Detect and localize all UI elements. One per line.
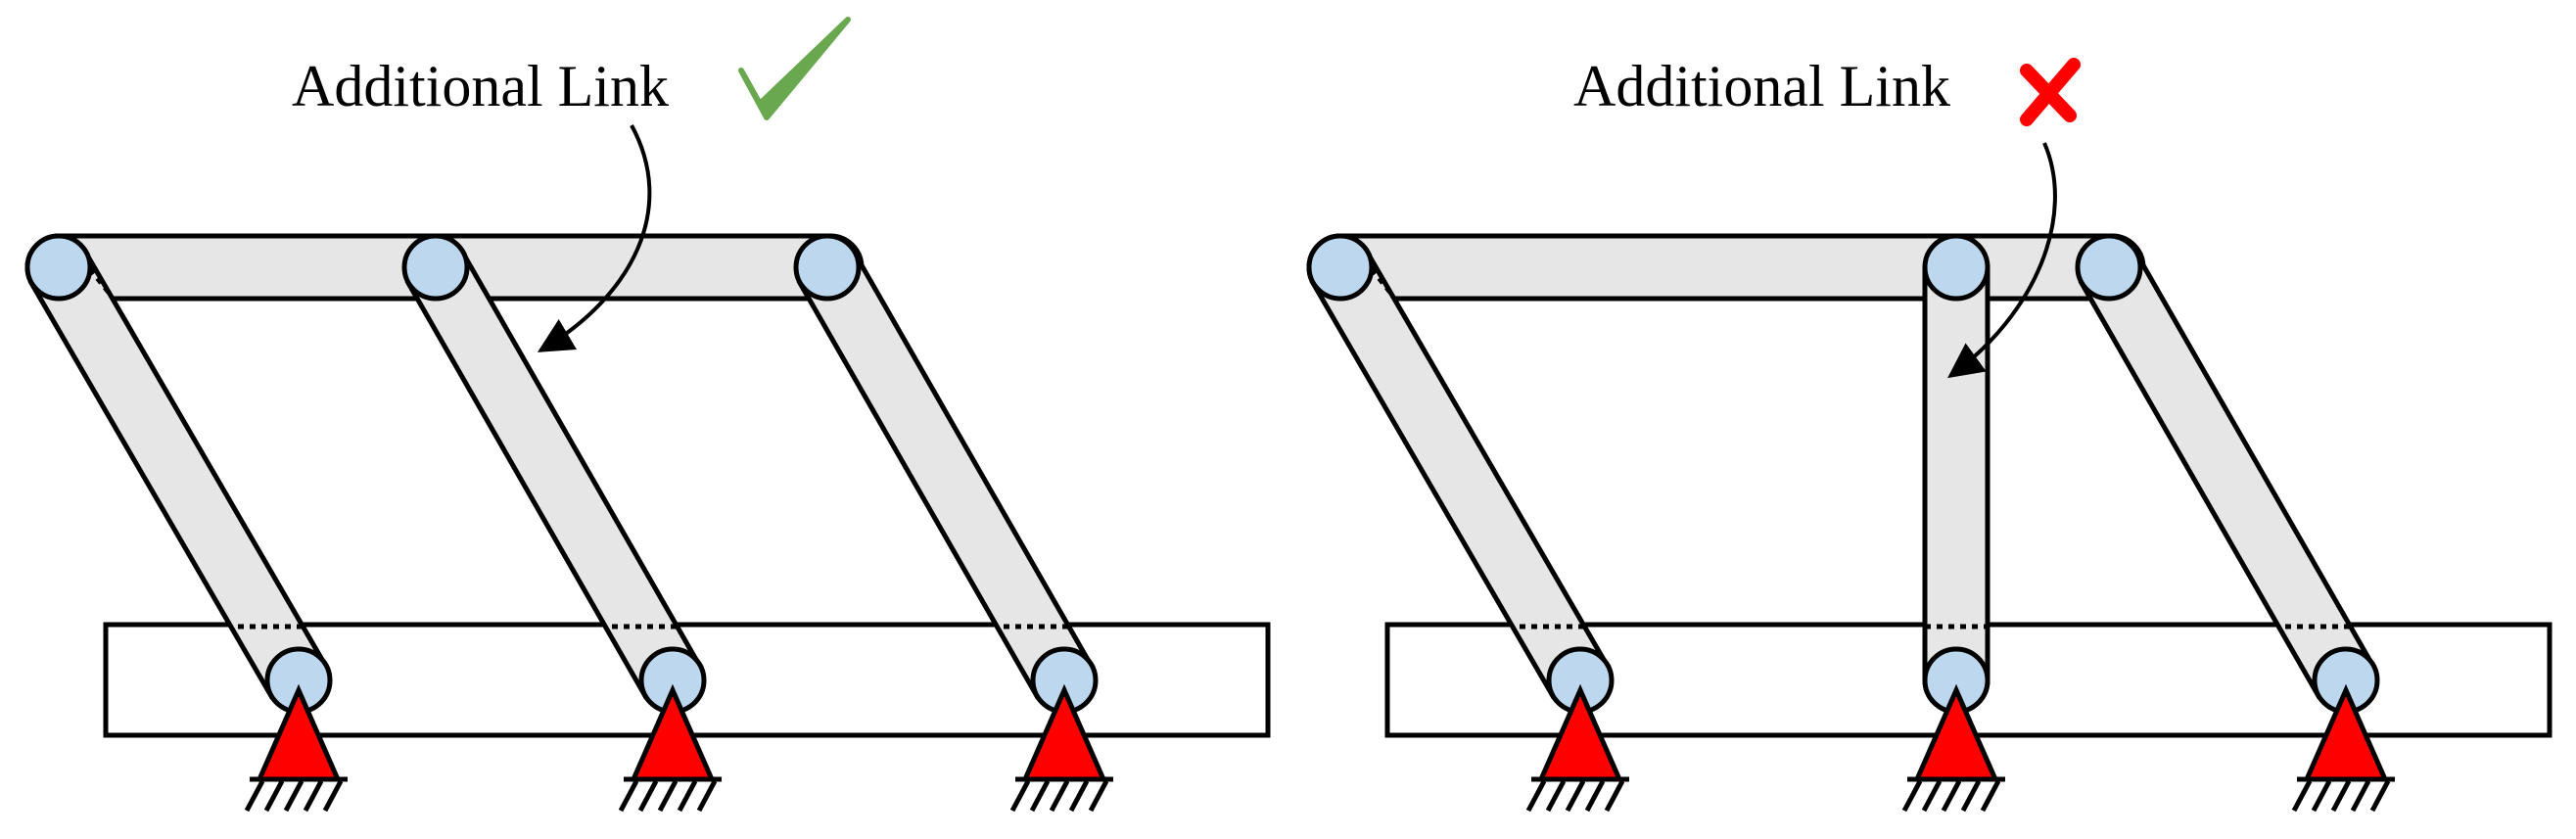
joints-right <box>1306 233 2380 715</box>
ground-support <box>1901 683 2005 813</box>
ground-support <box>1525 683 1629 813</box>
ground-support <box>1009 683 1113 813</box>
cross-mark-icon <box>2020 58 2081 126</box>
joint <box>1306 233 1375 302</box>
check-mark-icon <box>738 17 851 120</box>
additional-link-label-left: Additional Link <box>292 54 669 118</box>
hidden-lines-left <box>88 267 1069 629</box>
ground-support <box>2291 683 2395 813</box>
top-link-right <box>1306 233 2146 302</box>
vertical-link-right <box>1922 264 1991 715</box>
joint <box>401 233 470 302</box>
hidden-lines-right <box>1370 267 2351 629</box>
joint <box>24 233 93 302</box>
annotation-arrow-left <box>537 124 652 352</box>
joint <box>1922 233 1991 302</box>
ground-support <box>244 683 348 813</box>
annotation-arrow-right <box>1947 142 2057 379</box>
joint <box>793 233 862 302</box>
supports-left <box>244 683 1113 813</box>
panel-left: Additional Link <box>24 17 1271 813</box>
additional-link-label-right: Additional Link <box>1573 54 1950 118</box>
supports-right <box>1525 683 2395 813</box>
joint <box>2075 233 2143 302</box>
panel-right: Additional Link <box>1306 54 2553 813</box>
ground-support <box>618 683 722 813</box>
